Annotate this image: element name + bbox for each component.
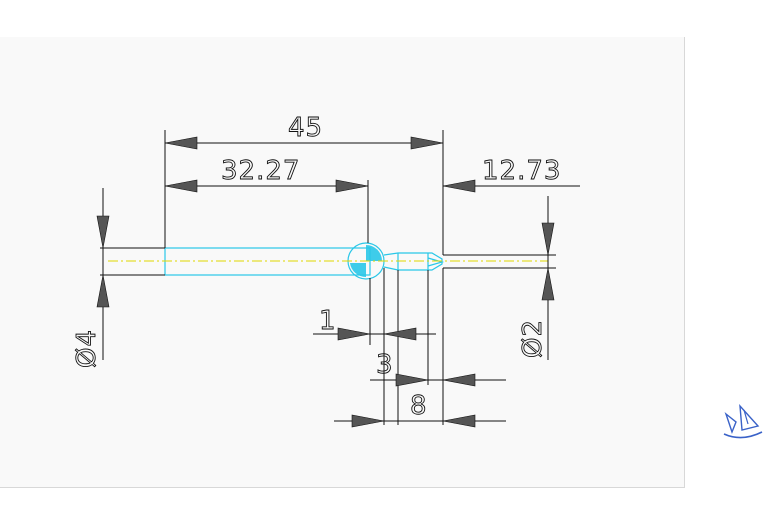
dim-step-8: 8	[334, 391, 506, 428]
dim-overall-length: 45	[164, 113, 444, 150]
dim-right-diameter: Ø2	[518, 196, 555, 360]
dim-text-8: 8	[410, 391, 428, 421]
dim-left-diameter: Ø4	[72, 188, 110, 368]
dim-right-length: 12.73	[442, 156, 580, 193]
dim-text-32-27: 32.27	[221, 156, 300, 186]
dim-left-length: 32.27	[164, 156, 369, 193]
left-shaft	[164, 247, 371, 276]
dim-step-3: 3	[370, 350, 506, 387]
sailboat-logo-icon	[723, 403, 763, 439]
dim-text-d2: Ø2	[518, 319, 548, 358]
dim-text-1: 1	[319, 306, 337, 336]
dim-text-12-73: 12.73	[482, 156, 561, 186]
dim-step-1: 1	[313, 306, 436, 341]
dim-text-d4: Ø4	[72, 329, 102, 368]
dim-text-45: 45	[288, 113, 323, 143]
dim-text-3: 3	[376, 350, 394, 380]
drawing-sheet	[0, 37, 685, 488]
